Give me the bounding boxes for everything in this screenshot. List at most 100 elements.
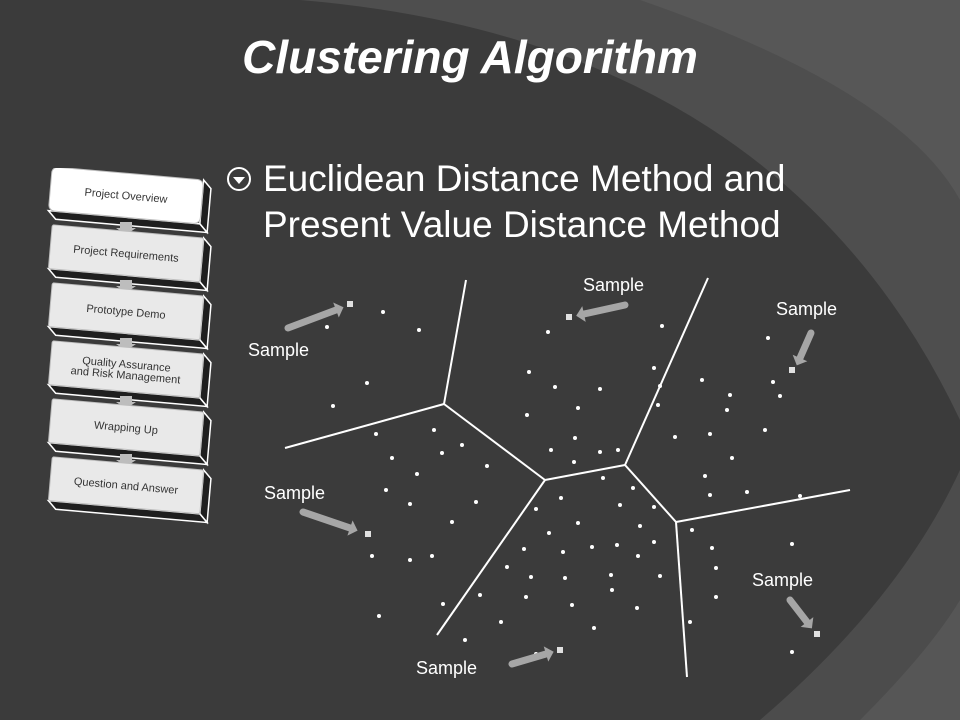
sample-marker: Sample bbox=[566, 275, 644, 322]
data-point bbox=[450, 520, 454, 524]
data-point bbox=[384, 488, 388, 492]
data-point bbox=[390, 456, 394, 460]
bullet-line-2: Present Value Distance Method bbox=[263, 204, 781, 245]
arrow-head-icon bbox=[576, 306, 586, 322]
data-point bbox=[460, 443, 464, 447]
data-point bbox=[778, 394, 782, 398]
data-point bbox=[463, 638, 467, 642]
data-point bbox=[570, 603, 574, 607]
data-point bbox=[474, 500, 478, 504]
data-point bbox=[592, 626, 596, 630]
pointer-arrow-icon bbox=[580, 301, 629, 318]
data-point bbox=[559, 496, 563, 500]
process-step: Prototype Demo bbox=[46, 282, 212, 351]
data-point bbox=[377, 614, 381, 618]
data-point bbox=[660, 324, 664, 328]
step-connector-arrow-icon bbox=[116, 222, 136, 235]
step-connector-arrow-icon bbox=[116, 454, 136, 467]
data-point bbox=[408, 502, 412, 506]
voronoi-edge bbox=[675, 489, 851, 523]
step-box bbox=[48, 340, 204, 399]
data-point bbox=[601, 476, 605, 480]
data-point bbox=[572, 460, 576, 464]
sample-marker: Sample bbox=[416, 646, 563, 678]
data-point bbox=[652, 540, 656, 544]
data-point bbox=[710, 546, 714, 550]
data-point bbox=[522, 547, 526, 551]
sample-marker: Sample bbox=[264, 483, 371, 537]
data-point bbox=[635, 606, 639, 610]
sample-point bbox=[566, 314, 572, 320]
step-box bbox=[48, 168, 204, 224]
sample-point bbox=[365, 531, 371, 537]
step-box bbox=[48, 398, 204, 457]
data-point bbox=[370, 554, 374, 558]
data-point bbox=[485, 464, 489, 468]
data-point bbox=[590, 545, 594, 549]
sample-marker: Sample bbox=[248, 301, 353, 360]
data-point bbox=[745, 490, 749, 494]
data-point bbox=[441, 602, 445, 606]
data-point bbox=[553, 385, 557, 389]
bullet-text: Euclidean Distance Method and Present Va… bbox=[263, 156, 913, 248]
step-box bbox=[48, 224, 204, 283]
data-point bbox=[527, 370, 531, 374]
data-point bbox=[610, 588, 614, 592]
data-point bbox=[576, 521, 580, 525]
step-connector-arrow-icon bbox=[116, 280, 136, 293]
voronoi-edge bbox=[675, 521, 688, 678]
data-point bbox=[563, 576, 567, 580]
data-point bbox=[798, 494, 802, 498]
step-connector-arrow-icon bbox=[116, 396, 136, 409]
data-point bbox=[598, 450, 602, 454]
pointer-arrow-icon bbox=[284, 306, 340, 332]
step-box bbox=[48, 282, 204, 341]
process-step: Project Requirements bbox=[46, 224, 212, 293]
data-point bbox=[547, 531, 551, 535]
voronoi-edge bbox=[443, 403, 546, 481]
data-point bbox=[430, 554, 434, 558]
arrow-head-icon bbox=[347, 520, 358, 536]
arrow-head-icon bbox=[543, 646, 554, 662]
data-point bbox=[790, 542, 794, 546]
process-step: Project Overview bbox=[46, 168, 212, 235]
data-point bbox=[505, 565, 509, 569]
arrow-head-icon bbox=[333, 302, 344, 318]
sample-point bbox=[789, 367, 795, 373]
data-point bbox=[708, 432, 712, 436]
data-point bbox=[331, 404, 335, 408]
data-point bbox=[440, 451, 444, 455]
data-point bbox=[631, 486, 635, 490]
data-point bbox=[432, 428, 436, 432]
data-point bbox=[652, 505, 656, 509]
data-point bbox=[546, 330, 550, 334]
sample-label: Sample bbox=[776, 299, 837, 319]
data-point bbox=[549, 448, 553, 452]
data-point bbox=[656, 403, 660, 407]
data-point bbox=[766, 336, 770, 340]
data-point bbox=[381, 310, 385, 314]
data-point bbox=[576, 406, 580, 410]
data-point bbox=[636, 554, 640, 558]
arrow-head-icon bbox=[792, 354, 808, 366]
data-point bbox=[365, 381, 369, 385]
data-point bbox=[609, 573, 613, 577]
data-point bbox=[730, 456, 734, 460]
data-point bbox=[616, 448, 620, 452]
data-point bbox=[703, 474, 707, 478]
data-point bbox=[728, 393, 732, 397]
data-point bbox=[534, 507, 538, 511]
data-point bbox=[673, 435, 677, 439]
pointer-arrow-icon bbox=[299, 508, 354, 532]
data-point bbox=[790, 650, 794, 654]
data-point bbox=[714, 566, 718, 570]
data-point bbox=[688, 620, 692, 624]
sample-point bbox=[814, 631, 820, 637]
sample-label: Sample bbox=[583, 275, 644, 295]
sample-label: Sample bbox=[416, 658, 477, 678]
data-point bbox=[690, 528, 694, 532]
sample-marker: Sample bbox=[752, 570, 820, 637]
